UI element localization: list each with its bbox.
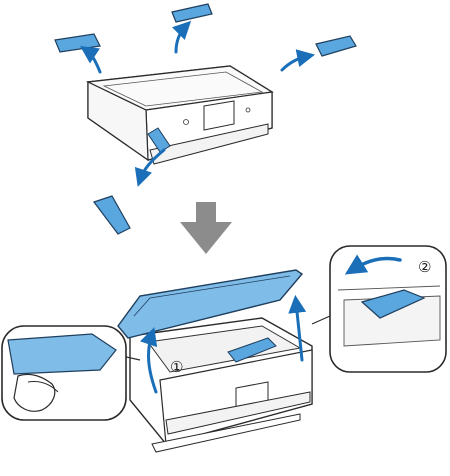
zoom-callout-lock: ② bbox=[311, 245, 447, 373]
step-marker-2: ② bbox=[418, 258, 431, 276]
curved-arrow-icon bbox=[344, 254, 402, 275]
zoom-callout-hand bbox=[1, 325, 141, 421]
curved-arrow-icon bbox=[140, 327, 158, 394]
tape-piece bbox=[93, 195, 131, 235]
tape-piece bbox=[147, 127, 171, 153]
curved-arrow-icon bbox=[288, 294, 307, 362]
printer-open-view: ① bbox=[117, 269, 313, 453]
tape-piece bbox=[54, 33, 101, 53]
printer-top-view bbox=[85, 65, 274, 165]
tape-piece bbox=[315, 35, 357, 57]
step-marker-1: ① bbox=[170, 358, 183, 376]
tape-piece bbox=[227, 337, 277, 363]
tape-piece bbox=[360, 289, 426, 319]
curved-arrow-icon bbox=[80, 20, 316, 187]
down-arrow-icon bbox=[180, 202, 232, 254]
tape-piece bbox=[171, 3, 213, 23]
